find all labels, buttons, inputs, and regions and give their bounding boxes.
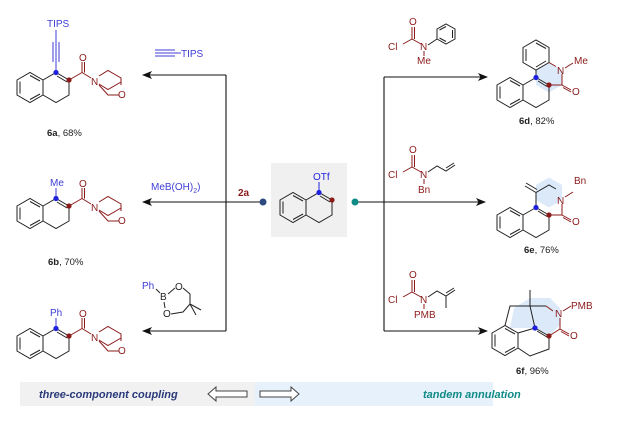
svg-text:Bn: Bn xyxy=(418,185,430,196)
carbonyl-o-label: O xyxy=(79,309,87,320)
morpholine-o-label: O xyxy=(118,346,126,357)
svg-text:6e, 76%: 6e, 76% xyxy=(524,245,559,256)
amide-n-label: N xyxy=(91,333,98,344)
product-caption: 6b, 70% xyxy=(48,257,84,268)
red-atom-dot xyxy=(66,77,72,83)
product-caption: 6a, 68% xyxy=(47,128,82,139)
svg-text:Ph: Ph xyxy=(142,281,154,292)
amide-n-label: N xyxy=(91,77,98,88)
substituent-label: Ph xyxy=(50,308,62,319)
blue-atom-dot xyxy=(53,69,59,76)
teal-node xyxy=(351,198,359,206)
reagent-2a-label: 2a xyxy=(238,188,250,199)
red-atom-dot xyxy=(66,333,72,339)
svg-text:O: O xyxy=(163,309,171,320)
svg-text:Me: Me xyxy=(574,56,588,67)
morpholine-o-label: O xyxy=(118,216,126,227)
product-6e: N Bn O 6e, 76% xyxy=(496,176,586,256)
product-6d: N Me O 6d, 82% xyxy=(496,39,588,127)
svg-text:N: N xyxy=(555,309,562,320)
svg-text:N: N xyxy=(420,170,427,181)
morpholine-o-label: O xyxy=(118,90,126,101)
starting-material-vinyl-triflate: OTf xyxy=(271,163,347,237)
svg-text:N: N xyxy=(557,196,564,207)
right-hollow-arrow-icon xyxy=(259,385,300,403)
navy-node xyxy=(259,198,267,206)
svg-text:N: N xyxy=(420,42,427,53)
svg-text:Me: Me xyxy=(417,56,431,67)
substituent-label: Me xyxy=(50,178,64,189)
svg-text:Bn: Bn xyxy=(574,176,586,187)
left-hollow-arrow-icon xyxy=(207,385,248,403)
svg-text:O: O xyxy=(409,145,417,156)
blue-atom-dot xyxy=(53,325,59,332)
svg-text:Cl: Cl xyxy=(388,295,397,306)
reagent-methylboronic-acid: MeB(OH)2) xyxy=(151,182,200,195)
svg-text:TIPS: TIPS xyxy=(181,49,204,60)
reagent-phenyl-boronate: Ph B O O xyxy=(142,281,202,320)
red-atom-dot xyxy=(66,203,72,209)
svg-text:6d, 82%: 6d, 82% xyxy=(519,116,555,127)
svg-text:O: O xyxy=(570,331,578,342)
svg-text:PMB: PMB xyxy=(414,310,436,321)
left-branch-arrows xyxy=(142,71,263,335)
reagent-carbamoyl-chloride-nmethallyl: Cl O N PMB xyxy=(388,270,456,321)
svg-text:N: N xyxy=(420,295,427,306)
svg-text:Cl: Cl xyxy=(388,170,397,181)
blue-atom-dot xyxy=(316,189,322,196)
svg-text:MeB(OH)2): MeB(OH)2) xyxy=(151,182,200,195)
svg-text:B: B xyxy=(160,292,167,303)
carbonyl-o-label: O xyxy=(79,179,87,190)
svg-text:O: O xyxy=(409,270,417,281)
tandem-annulation-label: tandem annulation xyxy=(423,389,521,401)
red-atom-dot xyxy=(329,197,335,203)
product-6c: PhONO6c, 71% xyxy=(16,308,126,392)
otf-label: OTf xyxy=(313,172,330,183)
product-6f: N PMB O 6f, 96% xyxy=(491,290,593,377)
svg-text:N: N xyxy=(557,66,564,77)
svg-text:PMB: PMB xyxy=(571,301,593,312)
bottom-banner: three-component coupling tandem annulati… xyxy=(20,382,521,406)
product-6a: TIPS O N O 6a, 68% xyxy=(16,19,126,139)
svg-text:6f, 96%: 6f, 96% xyxy=(516,366,549,377)
reagent-carbamoyl-chloride-nallyl: Cl O N Bn xyxy=(388,145,456,196)
reagent-tips-alkyne: TIPS xyxy=(155,49,204,60)
reagent-carbamoyl-chloride-nphenyl: Cl O N Me xyxy=(388,17,456,67)
carbonyl-o-label: O xyxy=(79,53,87,64)
svg-text:O: O xyxy=(175,282,183,293)
right-branch-arrows xyxy=(356,73,488,335)
svg-text:O: O xyxy=(572,87,580,98)
blue-atom-dot xyxy=(53,195,59,202)
svg-text:O: O xyxy=(572,217,580,228)
tips-label: TIPS xyxy=(47,19,70,30)
svg-text:O: O xyxy=(409,17,417,28)
center-box xyxy=(271,163,347,237)
svg-text:Cl: Cl xyxy=(388,42,397,53)
three-component-coupling-label: three-component coupling xyxy=(39,389,178,401)
amide-n-label: N xyxy=(91,203,98,214)
